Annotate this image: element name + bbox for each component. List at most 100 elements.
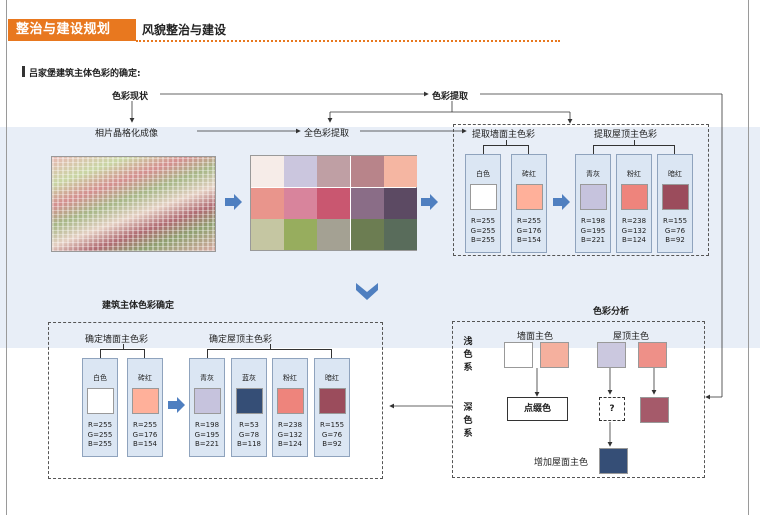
page-heading: 吕家堡建筑主体色彩的确定:	[29, 69, 141, 79]
color-card-swatch	[277, 388, 304, 414]
color-card-rgb: R=255 G=176 B=154	[516, 217, 542, 244]
color-card-swatch	[662, 184, 689, 210]
palette-cell	[251, 187, 284, 219]
palette-cell	[383, 187, 417, 219]
palette-cell	[251, 156, 284, 187]
label-confirm-roof: 确定屋顶主色彩	[209, 335, 273, 345]
color-card-label: 青灰	[200, 374, 214, 382]
color-card-rgb: R=255 G=255 B=255	[470, 217, 496, 244]
vertical-char: 色	[463, 350, 473, 360]
swatch-darkred	[640, 397, 669, 423]
label-extract-wall: 提取墙面主色彩	[472, 130, 536, 140]
color-card: 白色 R=255 G=255 B=255	[465, 154, 501, 253]
color-card-label: 砖红	[522, 170, 536, 178]
group-bracket	[593, 145, 675, 154]
label-main-color-confirm: 建筑主体色彩确定	[102, 301, 175, 311]
color-card-label: 白色	[93, 374, 107, 382]
color-card-label: 砖红	[138, 374, 152, 382]
heading-marker	[22, 66, 25, 77]
color-card: 粉红 R=238 G=132 B=124	[616, 154, 652, 253]
color-card-label: 粉红	[283, 374, 297, 382]
color-card-rgb: R=53 G=78 B=118	[236, 421, 262, 448]
color-card-rgb: R=198 G=195 B=221	[194, 421, 220, 448]
group-bracket	[100, 349, 145, 358]
palette-cell	[350, 187, 384, 219]
palette-cell	[383, 156, 417, 187]
vertical-char: 系	[463, 363, 473, 373]
color-card-label: 暗红	[668, 170, 682, 178]
label-add-roof: 增加屋面主色	[534, 458, 589, 468]
color-card-swatch	[87, 388, 114, 414]
palette-cell	[284, 219, 318, 251]
color-card-swatch	[236, 388, 263, 414]
confirm-box	[48, 322, 383, 479]
group-bracket	[483, 145, 529, 154]
palette-cell	[350, 219, 384, 251]
blue-arrow-3	[553, 194, 570, 210]
label-extract-roof: 提取屋顶主色彩	[594, 130, 658, 140]
color-card-label: 粉红	[627, 170, 641, 178]
label-color-analysis: 色彩分析	[593, 307, 630, 317]
swatch-pink	[638, 342, 667, 368]
label-full-extract: 全色彩提取	[304, 129, 350, 139]
color-card-rgb: R=238 G=132 B=124	[277, 421, 303, 448]
blue-arrow-4	[168, 397, 185, 413]
color-card-swatch	[516, 184, 543, 210]
label-light-series: 浅色系	[462, 336, 474, 375]
vertical-char: 色	[463, 416, 473, 426]
color-card-swatch	[580, 184, 607, 210]
palette-cell	[251, 219, 284, 251]
full-color-palette	[250, 155, 417, 251]
right-edge-line	[748, 0, 749, 515]
color-card-label: 青灰	[586, 170, 600, 178]
palette-cell	[317, 187, 351, 219]
label-dark-series: 深色系	[462, 402, 474, 441]
color-card-rgb: R=238 G=132 B=124	[621, 217, 647, 244]
color-card: 粉红 R=238 G=132 B=124	[272, 358, 308, 457]
section-subtitle: 风貌整治与建设	[142, 23, 227, 37]
color-card-swatch	[319, 388, 346, 414]
color-analysis-box	[452, 321, 705, 478]
group-bracket	[207, 349, 332, 358]
question-box: ?	[599, 397, 625, 421]
group-bracket-stem	[122, 344, 124, 349]
header-dotted-line	[136, 40, 560, 42]
color-card-swatch	[621, 184, 648, 210]
color-card-rgb: R=255 G=255 B=255	[87, 421, 113, 448]
color-card-label: 蓝灰	[242, 374, 256, 382]
group-bracket-stem	[634, 140, 635, 145]
swatch-brick	[540, 342, 569, 368]
color-card-label: 白色	[476, 170, 490, 178]
group-bracket-stem	[269, 344, 271, 349]
label-wall-main: 墙面主色	[517, 332, 554, 342]
blue-arrow-1	[225, 194, 242, 210]
extract-box	[453, 124, 709, 256]
palette-cell	[317, 156, 351, 187]
swatch-navy	[599, 448, 628, 474]
label-roof-main: 屋顶主色	[613, 332, 650, 342]
blue-arrow-2	[421, 194, 438, 210]
color-card-swatch	[470, 184, 497, 210]
color-card: 白色 R=255 G=255 B=255	[82, 358, 118, 457]
label-color-status: 色彩现状	[112, 92, 149, 102]
color-card-label: 暗红	[325, 374, 339, 382]
label-confirm-wall: 确定墙面主色彩	[85, 335, 149, 345]
palette-cell	[350, 156, 384, 187]
color-card: 蓝灰 R=53 G=78 B=118	[231, 358, 267, 457]
palette-cell	[284, 156, 318, 187]
color-card-swatch	[132, 388, 159, 414]
label-pixelate: 相片晶格化成像	[95, 129, 159, 139]
pixelated-photo	[51, 156, 216, 252]
left-edge-line	[6, 0, 7, 515]
color-card-rgb: R=155 G=76 B=92	[662, 217, 688, 244]
swatch-bluegray	[597, 342, 626, 368]
group-bracket-stem	[506, 140, 507, 145]
label-color-extract: 色彩提取	[432, 92, 469, 102]
accent-color-box: 点缀色	[507, 397, 568, 421]
palette-cell	[317, 219, 351, 251]
